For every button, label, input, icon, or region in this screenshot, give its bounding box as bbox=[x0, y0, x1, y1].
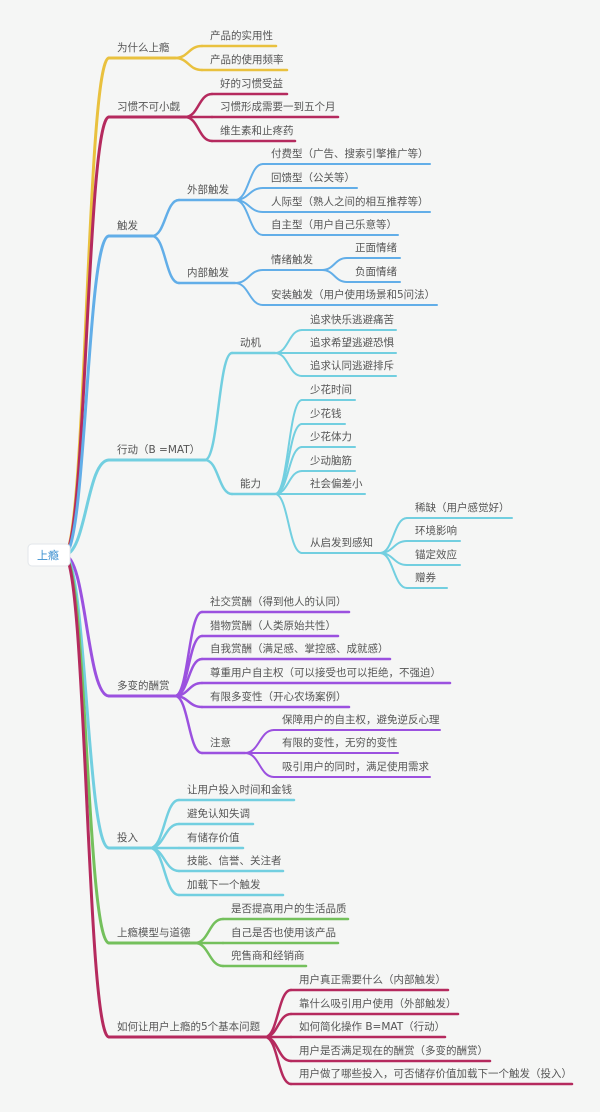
mind-map-node[interactable]: 用户是否满足现在的酬赏（多变的酬赏） bbox=[299, 1044, 488, 1057]
branch-connector bbox=[173, 44, 204, 60]
mind-map-node[interactable]: 靠什么吸引用户使用（外部触发） bbox=[299, 997, 457, 1010]
branch-connector bbox=[193, 941, 225, 968]
mind-map-node[interactable]: 社交赏酬（得到他人的认同） bbox=[210, 595, 347, 608]
branch-connector bbox=[183, 115, 214, 143]
branch-connector bbox=[321, 257, 348, 271]
mind-map-node[interactable]: 追求认同逃避排斥 bbox=[310, 359, 394, 372]
mind-map-node[interactable]: 触发 bbox=[117, 219, 138, 232]
branch-connector bbox=[274, 329, 303, 354]
mind-map-node[interactable]: 保障用户的自主权，避免逆反心理 bbox=[282, 713, 440, 726]
mind-map-node[interactable]: 用户做了哪些投入，可否储存价值加载下一个触发（投入） bbox=[299, 1067, 572, 1080]
mind-map-node[interactable]: 产品的使用频率 bbox=[210, 53, 284, 66]
branch-connector bbox=[62, 553, 111, 945]
mind-map-node[interactable]: 有限多变性（开心农场案例） bbox=[210, 690, 347, 703]
mind-map-node[interactable]: 少动脑筋 bbox=[310, 454, 352, 467]
mind-map-node[interactable]: 稀缺（用户感觉好） bbox=[415, 501, 510, 514]
branch-connector bbox=[244, 752, 275, 778]
mind-map-node[interactable]: 少花时间 bbox=[310, 383, 352, 396]
mind-map-node[interactable]: 有储存价值 bbox=[187, 831, 240, 844]
mind-map-node[interactable]: 行动（B =MAT） bbox=[117, 443, 200, 456]
mind-map-node[interactable]: 猎物赏酬（人类原始共性） bbox=[210, 619, 336, 632]
mind-map-node[interactable]: 是否提高用户的生活品质 bbox=[231, 902, 347, 915]
branch-connector bbox=[62, 458, 111, 557]
mind-map-node[interactable]: 好的习惯受益 bbox=[220, 77, 283, 90]
mind-map-node[interactable]: 人际型（熟人之间的相互推荐等） bbox=[271, 195, 429, 208]
mind-map-node[interactable]: 习惯形成需要一到五个月 bbox=[220, 100, 336, 113]
mind-map-node[interactable]: 吸引用户的同时，满足使用需求 bbox=[282, 760, 429, 773]
mind-map-node[interactable]: 动机 bbox=[240, 336, 261, 349]
mind-map-node[interactable]: 外部触发 bbox=[187, 183, 229, 196]
branch-connector bbox=[263, 1035, 293, 1086]
mind-map-node[interactable]: 少花钱 bbox=[310, 407, 342, 420]
branch-connector bbox=[274, 493, 303, 554]
mind-map-node[interactable]: 避免认知失调 bbox=[187, 807, 250, 820]
mind-map-node[interactable]: 维生素和止疼药 bbox=[220, 124, 294, 137]
branch-connector bbox=[183, 92, 214, 119]
mind-map-node[interactable]: 加载下一个触发 bbox=[187, 878, 261, 891]
branch-connector bbox=[173, 694, 204, 755]
branch-connector bbox=[274, 352, 303, 377]
mind-map-node[interactable]: 正面情绪 bbox=[355, 241, 397, 254]
mind-map-node[interactable]: 少花体力 bbox=[310, 430, 352, 443]
mind-map-node[interactable]: 追求快乐逃避痛苦 bbox=[310, 313, 394, 326]
mind-map-node[interactable]: 安装触发（用户使用场景和5问法） bbox=[271, 288, 435, 301]
branch-connector bbox=[234, 269, 264, 284]
branch-connector bbox=[148, 846, 181, 897]
mind-map-node[interactable]: 让用户投入时间和金钱 bbox=[187, 783, 292, 796]
branch-connector bbox=[234, 282, 264, 306]
mind-map-node[interactable]: 能力 bbox=[240, 477, 261, 490]
mind-map-node[interactable]: 注意 bbox=[210, 736, 231, 749]
branch-connector bbox=[379, 552, 408, 589]
mind-map-node[interactable]: 技能、信誉、关注者 bbox=[187, 854, 282, 867]
branch-connector bbox=[150, 198, 181, 238]
mind-map-node[interactable]: 上瘾模型与道德 bbox=[117, 926, 191, 939]
branch-connector bbox=[321, 269, 348, 283]
mind-map-node[interactable]: 自己是否也使用该产品 bbox=[231, 926, 336, 939]
mind-map-node[interactable]: 自主型（用户自己乐意等） bbox=[271, 218, 397, 231]
mind-map-node[interactable]: 尊重用户自主权（可以接受也可以拒绝，不强迫） bbox=[210, 666, 441, 679]
mind-map-node[interactable]: 用户真正需要什么（内部触发） bbox=[299, 973, 446, 986]
mind-map-node[interactable]: 为什么上瘾 bbox=[117, 41, 170, 54]
mind-map-node[interactable]: 投入 bbox=[117, 831, 138, 844]
mind-map-node[interactable]: 负面情绪 bbox=[355, 265, 397, 278]
mind-map-node[interactable]: 如何让用户上瘾的5个基本问题 bbox=[117, 1020, 261, 1033]
branch-connector bbox=[62, 234, 111, 557]
mind-map-node[interactable]: 追求希望逃避恐惧 bbox=[310, 336, 394, 349]
branch-connector bbox=[62, 115, 111, 557]
mind-map-node[interactable]: 多变的酬赏 bbox=[117, 679, 170, 692]
branch-connector bbox=[173, 56, 204, 72]
mind-map-node[interactable]: 回馈型（公关等） bbox=[271, 171, 355, 184]
branch-connector bbox=[193, 917, 225, 945]
branch-connector bbox=[274, 399, 303, 495]
branch-connector bbox=[203, 351, 234, 462]
mind-map-node[interactable]: 付费型（广告、搜索引擎推广等） bbox=[271, 147, 429, 160]
mind-map-node[interactable]: 如何简化操作 B=MAT（行动） bbox=[299, 1020, 445, 1033]
branch-connector bbox=[173, 634, 204, 698]
mind-map-node[interactable]: 兜售商和经销商 bbox=[231, 949, 305, 962]
branch-connector bbox=[62, 553, 111, 698]
mind-map-node[interactable]: 锚定效应 bbox=[415, 548, 457, 561]
root-node-label: 上瘾 bbox=[37, 548, 59, 562]
mind-map-node[interactable]: 环境影响 bbox=[415, 524, 457, 537]
mind-map-node[interactable]: 社会偏差小 bbox=[310, 477, 363, 490]
branch-connector bbox=[234, 199, 264, 236]
mind-map-node[interactable]: 有限的变性，无穷的变性 bbox=[282, 736, 398, 749]
mind-map-node[interactable]: 情绪触发 bbox=[271, 253, 313, 266]
mind-map-node[interactable]: 内部触发 bbox=[187, 266, 229, 279]
branch-connector bbox=[150, 234, 181, 285]
branch-connector bbox=[203, 458, 234, 496]
branch-connector bbox=[244, 729, 275, 754]
branch-connector bbox=[62, 553, 111, 1039]
mind-map-node[interactable]: 赠券 bbox=[415, 571, 436, 584]
mind-map-node[interactable]: 自我赏酬（满足感、掌控感、成就感） bbox=[210, 642, 389, 655]
mind-map-node[interactable]: 习惯不可小觑 bbox=[117, 100, 180, 113]
root-node[interactable] bbox=[27, 543, 71, 567]
mind-map-node[interactable]: 从启发到感知 bbox=[310, 536, 373, 549]
mind-map-node[interactable]: 产品的实用性 bbox=[210, 29, 273, 42]
